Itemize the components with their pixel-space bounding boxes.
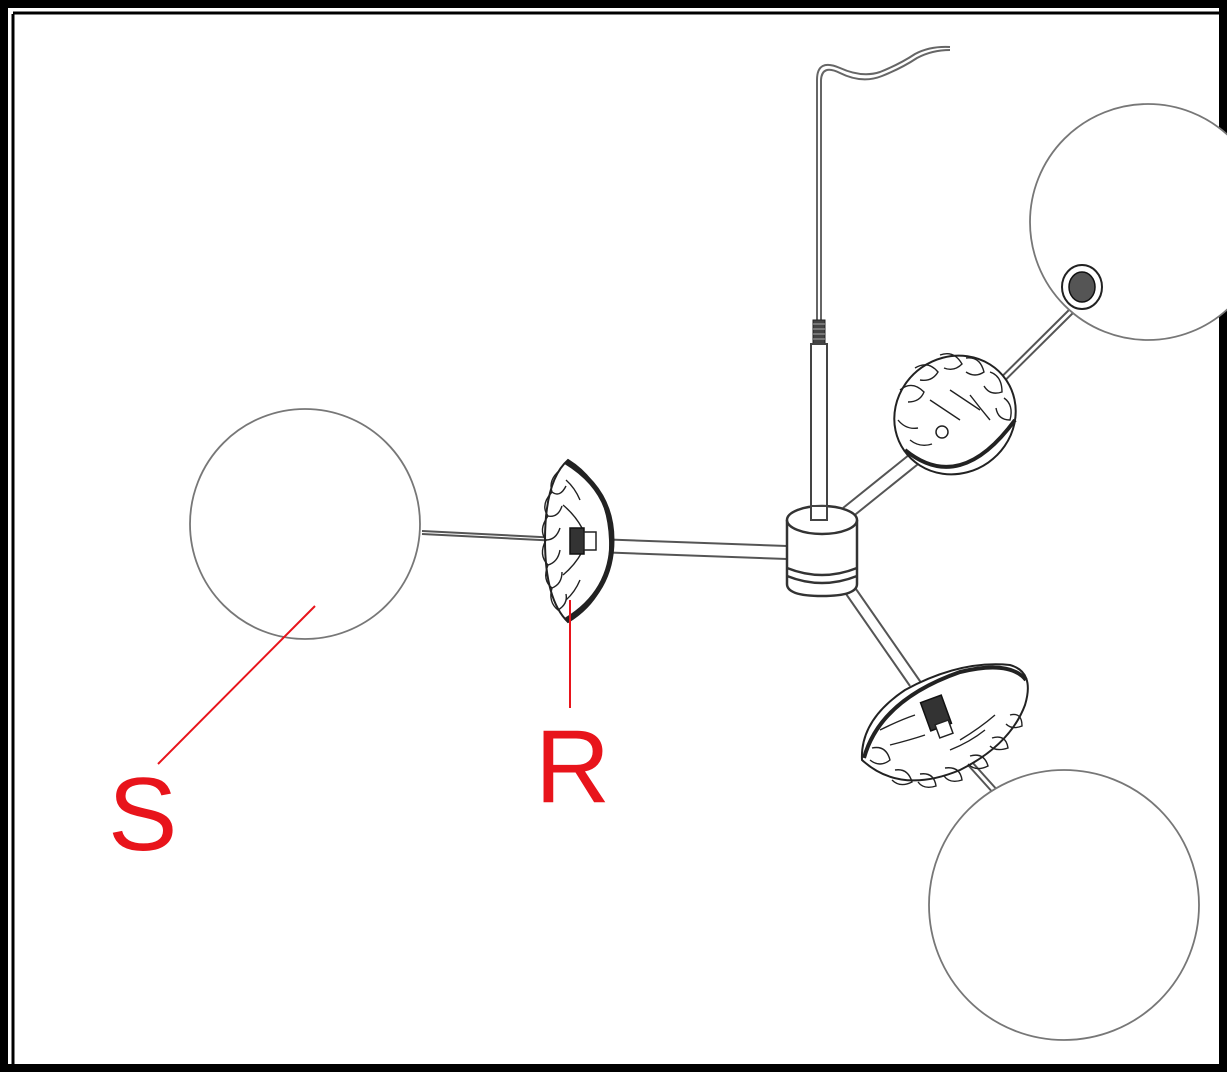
arm-left xyxy=(421,530,788,560)
callout-s: S xyxy=(108,605,316,873)
label-s: S xyxy=(108,757,177,873)
glass-globe-left xyxy=(189,408,421,640)
glass-globe-lower-right xyxy=(928,769,1200,1041)
central-hub xyxy=(785,504,859,598)
down-rod xyxy=(810,343,828,525)
suspension-cord xyxy=(816,45,951,330)
flower-cup-lower-right xyxy=(860,663,1029,789)
flower-cup-left xyxy=(541,458,615,624)
label-r: R xyxy=(535,709,610,825)
threaded-rod xyxy=(812,319,826,345)
glass-globe-upper-right xyxy=(1029,103,1227,341)
flower-cup-upper-right xyxy=(893,352,1017,476)
callout-r: R xyxy=(535,600,610,825)
